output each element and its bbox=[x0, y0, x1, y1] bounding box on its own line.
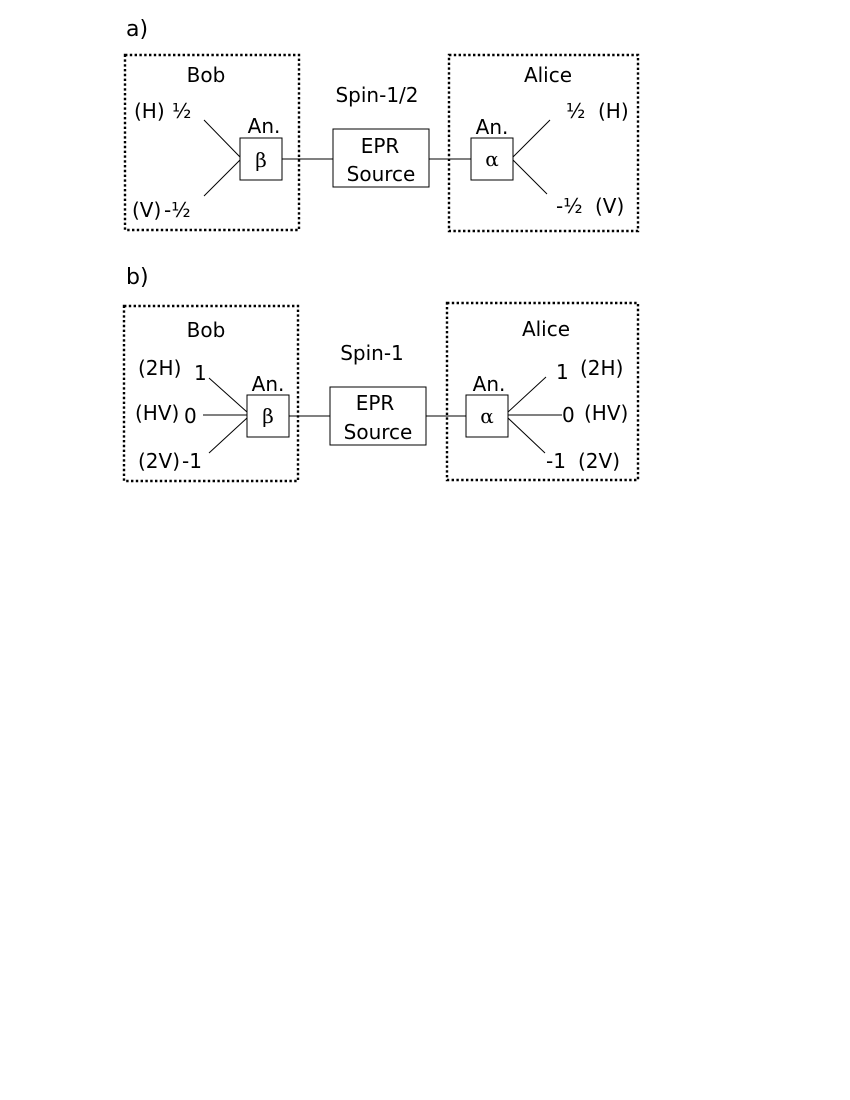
alice-output-pol-h: (H) bbox=[598, 99, 629, 123]
bob-output-pol-v: (V) bbox=[132, 198, 161, 222]
bob-branch-line-lower bbox=[208, 417, 248, 454]
bob-output-pol-2v: (2V) bbox=[138, 449, 180, 473]
panel-a: a) Bob (H) ½ (V) -½ An. β Spin-1/2 EPR S… bbox=[123, 17, 640, 233]
epr-source-box bbox=[332, 128, 430, 188]
alice-analyzer-symbol: α bbox=[485, 147, 499, 171]
panel-a-label: a) bbox=[126, 17, 148, 42]
bob-analyzer-symbol: β bbox=[262, 404, 274, 428]
bob-box bbox=[123, 53, 301, 232]
alice-box bbox=[445, 301, 640, 482]
bob-output-value-minus-half: -½ bbox=[164, 198, 191, 222]
bob-branch-line-upper bbox=[203, 119, 241, 158]
epr-source-box bbox=[329, 386, 427, 446]
alice-title: Alice bbox=[524, 63, 572, 87]
alice-output-value-plus-half: ½ bbox=[566, 99, 585, 123]
alice-output-value-0: 0 bbox=[562, 403, 575, 427]
alice-output-pol-2v: (2V) bbox=[578, 449, 620, 473]
bob-output-value-1: 1 bbox=[194, 361, 207, 385]
spin-label: Spin-1/2 bbox=[335, 83, 418, 107]
alice-output-pol-2h: (2H) bbox=[580, 356, 623, 380]
alice-analyzer-label: An. bbox=[473, 372, 506, 396]
alice-output-value-minus-half: -½ bbox=[556, 194, 583, 218]
alice-analyzer-box bbox=[465, 394, 509, 438]
bob-output-pol-2h: (2H) bbox=[138, 356, 181, 380]
bob-output-pol-h: (H) bbox=[134, 99, 165, 123]
alice-output-pol-v: (V) bbox=[595, 194, 624, 218]
bob-output-value-minus-1: -1 bbox=[182, 449, 202, 473]
alice-title: Alice bbox=[522, 317, 570, 341]
alice-branch-line-upper bbox=[507, 376, 547, 413]
bob-analyzer-label: An. bbox=[248, 114, 281, 138]
bob-analyzer-label: An. bbox=[252, 372, 285, 396]
panel-b: b) Bob (2H) 1 (HV) 0 (2V) -1 An. β Spin-… bbox=[122, 265, 640, 483]
bob-output-pol-hv: (HV) bbox=[135, 401, 179, 425]
alice-branch-line-lower bbox=[512, 159, 548, 195]
bob-analyzer-symbol: β bbox=[255, 148, 267, 172]
epr-source-line2: Source bbox=[347, 162, 416, 186]
alice-output-value-minus-1: -1 bbox=[546, 449, 566, 473]
alice-branch-line-lower bbox=[507, 417, 546, 454]
alice-branch-line-upper bbox=[512, 119, 551, 158]
epr-source-line2: Source bbox=[344, 420, 413, 444]
bob-title: Bob bbox=[187, 63, 226, 87]
panel-b-label: b) bbox=[126, 265, 149, 290]
alice-analyzer-box bbox=[470, 137, 514, 181]
bob-branch-line-upper bbox=[208, 377, 248, 413]
bob-output-value-plus-half: ½ bbox=[172, 99, 191, 123]
alice-output-value-1: 1 bbox=[556, 360, 569, 384]
epr-source-line1: EPR bbox=[361, 134, 400, 158]
bob-branch-line-lower bbox=[203, 159, 241, 197]
epr-source-line1: EPR bbox=[356, 391, 395, 415]
bob-box bbox=[122, 304, 300, 483]
alice-analyzer-label: An. bbox=[476, 115, 509, 139]
bob-output-value-0: 0 bbox=[184, 404, 197, 428]
spin-label: Spin-1 bbox=[340, 341, 404, 365]
alice-output-pol-hv: (HV) bbox=[584, 401, 628, 425]
alice-analyzer-symbol: α bbox=[480, 404, 494, 428]
bob-title: Bob bbox=[187, 318, 226, 342]
